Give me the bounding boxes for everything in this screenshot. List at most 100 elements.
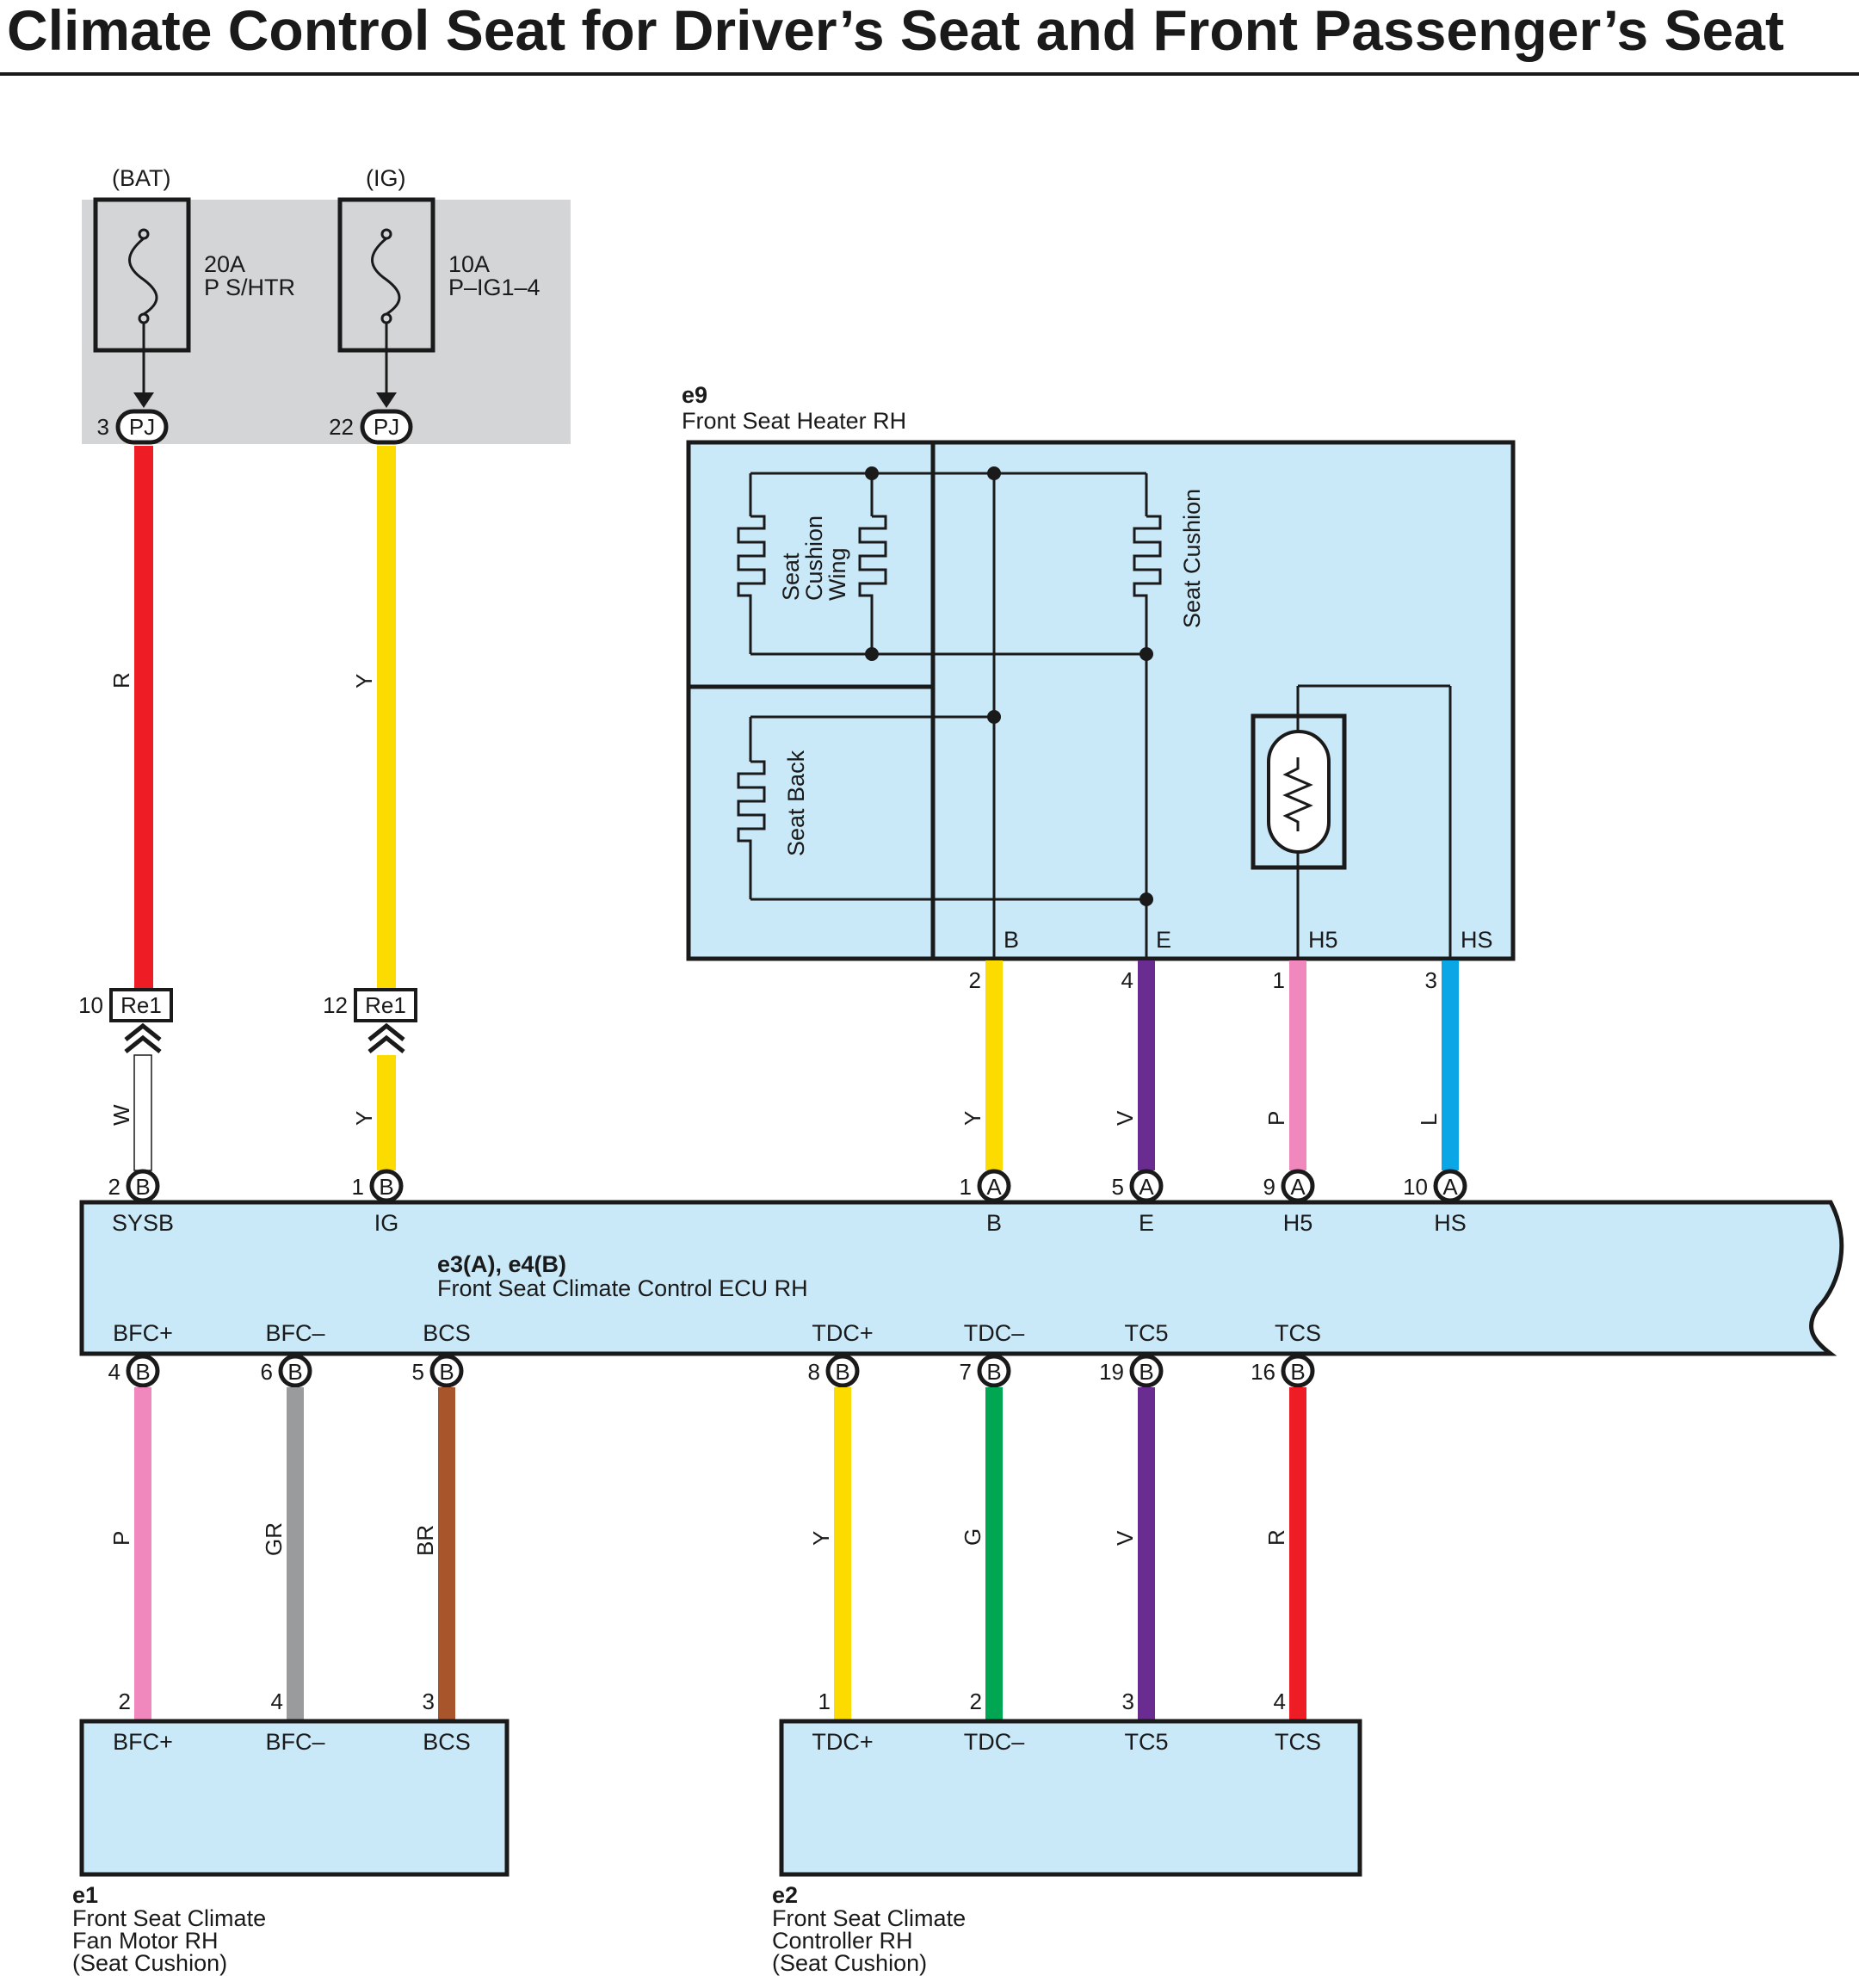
- re1-code: Re1: [120, 992, 162, 1018]
- wire-code-y: Y: [960, 1111, 985, 1126]
- seat-cushion-label: Seat Cushion: [1179, 489, 1205, 628]
- svg-text:B: B: [135, 1174, 150, 1200]
- double-chevron-icon: [367, 1022, 405, 1053]
- svg-text:HS: HS: [1434, 1210, 1467, 1236]
- e2-name-line1: Front Seat Climate: [772, 1905, 966, 1931]
- e1-code: e1: [72, 1882, 98, 1908]
- svg-text:H5: H5: [1283, 1210, 1313, 1236]
- e1-terminal-label: BCS: [423, 1729, 471, 1755]
- e9-name: Front Seat Heater RH: [682, 408, 906, 434]
- ig-fuse-name: P–IG1–4: [448, 275, 540, 300]
- wire-code-y: Y: [808, 1531, 834, 1546]
- junction-dots: [865, 466, 1153, 906]
- svg-text:A: A: [1442, 1174, 1458, 1200]
- e2-code: e2: [772, 1882, 798, 1908]
- e1-name-line2: Fan Motor RH: [72, 1928, 219, 1954]
- wire-r-tcs: [1289, 1387, 1306, 1719]
- re1-code: Re1: [365, 992, 406, 1018]
- bat-connector-code: PJ: [129, 414, 155, 440]
- seat-cushion-wing-line1: Seat: [778, 553, 804, 601]
- fuse-p-s-htr: (BAT) 20A P S/HTR PJ 3: [93, 165, 295, 445]
- wire-l-hs: [1442, 960, 1459, 1170]
- wire-code-l: L: [1416, 1114, 1442, 1126]
- fuse-element-icon: [128, 237, 158, 316]
- seat-back-label: Seat Back: [783, 750, 809, 856]
- svg-text:6: 6: [261, 1359, 273, 1385]
- wire-g-tdc-minus: [985, 1387, 1003, 1719]
- e9-terminal-e: E: [1156, 927, 1171, 953]
- svg-text:B: B: [1139, 1359, 1153, 1385]
- e1-pin: 4: [271, 1689, 283, 1714]
- wire-code-br: BR: [412, 1525, 438, 1556]
- e9-pin-e: 4: [1121, 967, 1133, 993]
- svg-text:BFC–: BFC–: [265, 1320, 324, 1346]
- wire-code-g: G: [960, 1528, 985, 1546]
- ecu-body: [79, 1200, 1844, 1356]
- svg-text:1: 1: [960, 1174, 972, 1200]
- e9-terminal-hs: HS: [1461, 927, 1493, 953]
- re1-connector-12: Re1 12: [323, 988, 417, 1053]
- pj-connector-badge: [115, 409, 169, 445]
- fuse-box: [93, 197, 191, 353]
- thermistor-icon: [1251, 713, 1347, 870]
- bat-fuse-rating: 20A: [204, 251, 245, 277]
- wire-r-bat: [134, 446, 153, 988]
- e2-name-line3: (Seat Cushion): [772, 1950, 927, 1976]
- e9-pin-h5: 1: [1273, 967, 1285, 993]
- svg-text:B: B: [986, 1359, 1001, 1385]
- wire-code-r: R: [1263, 1529, 1289, 1546]
- wire-code-y: Y: [351, 674, 377, 688]
- svg-text:B: B: [287, 1359, 302, 1385]
- e9-code: e9: [682, 382, 707, 408]
- wire-gr-bfc-minus: [287, 1387, 304, 1719]
- ig-fuse-rating: 10A: [448, 251, 490, 277]
- svg-text:B: B: [135, 1359, 150, 1385]
- heater-element-icon: [858, 515, 887, 602]
- svg-text:TCS: TCS: [1275, 1320, 1321, 1346]
- bat-pin: 3: [97, 414, 109, 440]
- wire-br-bcs: [438, 1387, 455, 1719]
- wire-code-y: Y: [351, 1111, 377, 1126]
- e2-controller-body: [779, 1719, 1362, 1877]
- e2-terminal-label: TC5: [1124, 1729, 1168, 1755]
- e1-name-line1: Front Seat Climate: [72, 1905, 266, 1931]
- e2-terminal-label: TDC+: [812, 1729, 873, 1755]
- ecu-bottom-pins: BFC+ B 4 BFC– B 6 BCS B 5 TDC+ B 8 TDC– …: [108, 1320, 1321, 1388]
- re1-pin: 10: [78, 992, 103, 1018]
- svg-text:B: B: [986, 1210, 1002, 1236]
- double-chevron-icon: [124, 1022, 162, 1053]
- wire-code-gr: GR: [261, 1522, 287, 1556]
- wire-code-p: P: [108, 1531, 134, 1546]
- wire-code-v: V: [1112, 1530, 1138, 1546]
- e1-pin: 3: [423, 1689, 435, 1714]
- svg-text:4: 4: [108, 1359, 120, 1385]
- e2-terminal-label: TCS: [1275, 1729, 1321, 1755]
- ig-pin: 22: [329, 414, 354, 440]
- svg-text:SYSB: SYSB: [112, 1210, 174, 1236]
- wire-code-p: P: [1263, 1111, 1289, 1126]
- wire-v-e: [1138, 960, 1155, 1170]
- re1-pin: 12: [323, 992, 348, 1018]
- pj-connector-badge: [360, 409, 413, 445]
- wire-y-tdc-plus: [834, 1387, 851, 1719]
- wire-y-ig: [377, 446, 396, 988]
- ecu-top-pins: B 2 SYSB B 1 IG A 1 B A 5 E A 9 H5 A 10 …: [108, 1169, 1467, 1236]
- e9-terminal-h5: H5: [1308, 927, 1338, 953]
- fuse-p-ig1-4: (IG) 10A P–IG1–4 PJ 22: [329, 165, 540, 445]
- svg-text:16: 16: [1251, 1359, 1275, 1385]
- svg-text:A: A: [1290, 1174, 1306, 1200]
- e1-terminal-label: BFC+: [113, 1729, 173, 1755]
- svg-text:2: 2: [108, 1174, 120, 1200]
- e2-name-line2: Controller RH: [772, 1928, 913, 1954]
- bat-source-label: (BAT): [112, 165, 171, 191]
- wire-code-v: V: [1112, 1110, 1138, 1126]
- wire-p-h5: [1289, 960, 1306, 1170]
- wire-v-tc5: [1138, 1387, 1155, 1719]
- junction-block: [82, 200, 571, 444]
- svg-text:7: 7: [960, 1359, 972, 1385]
- svg-text:9: 9: [1263, 1174, 1275, 1200]
- svg-text:8: 8: [808, 1359, 820, 1385]
- e2-pin: 4: [1274, 1689, 1286, 1714]
- svg-text:IG: IG: [374, 1210, 399, 1236]
